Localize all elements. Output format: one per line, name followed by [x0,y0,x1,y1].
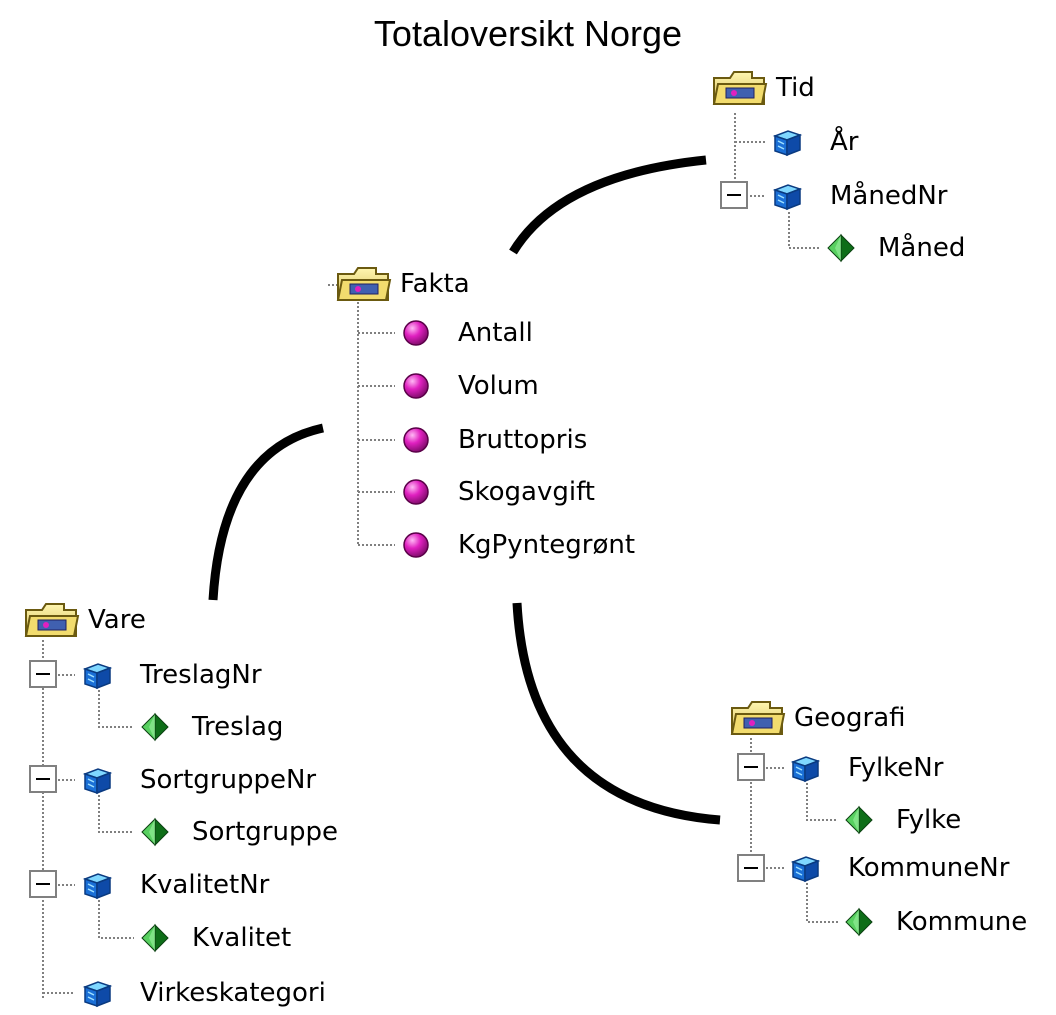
collapse-box-icon [737,753,765,781]
level-label: TreslagNr [140,660,262,690]
cube-icon [788,751,822,785]
level-kvalitetnr[interactable]: KvalitetNr [80,863,269,907]
page-title: Totaloversikt Norge [373,13,683,54]
measure-kgpyntegront[interactable]: KgPyntegrønt [400,523,635,567]
cube-icon [788,851,822,885]
measure-label: Bruttopris [458,425,588,455]
attribute-label: Treslag [192,712,284,742]
expander-boxes[interactable] [29,181,765,898]
collapse-box-icon [29,660,57,688]
measure-skogavgift[interactable]: Skogavgift [400,470,595,514]
level-label: KvalitetNr [140,870,270,900]
diamond-icon [842,803,876,837]
cube-icon [80,868,114,902]
measure-label: Antall [458,318,533,348]
level-virkeskategori[interactable]: Virkeskategori [80,971,326,1015]
level-manednr[interactable]: MånedNr [770,174,947,218]
level-label: Virkeskategori [140,978,326,1008]
measure-label: Volum [458,371,539,401]
level-label: År [830,127,859,157]
dimension-label: Fakta [400,269,470,299]
tree-lines [42,113,838,1000]
level-fylkenr[interactable]: FylkeNr [788,746,943,790]
attribute-label: Sortgruppe [192,817,338,847]
sphere-icon [400,424,432,456]
dimension-label: Vare [88,605,146,635]
attribute-maned[interactable]: Måned [824,226,965,270]
dimension-fakta[interactable]: Fakta [336,262,470,306]
measure-volum[interactable]: Volum [400,364,539,408]
connector-fakta-geografi [512,602,721,825]
cube-icon [770,179,804,213]
level-label: MånedNr [830,181,948,211]
connector-fakta-tid [509,155,707,255]
cube-icon [80,763,114,797]
diamond-icon [138,921,172,955]
dimension-label: Tid [776,73,815,103]
measure-bruttopris[interactable]: Bruttopris [400,418,587,462]
diamond-icon [138,710,172,744]
connector-arcs [208,155,721,825]
measure-label: KgPyntegrønt [458,530,636,560]
collapse-box-icon [737,854,765,882]
cube-icon [80,658,114,692]
collapse-box-icon [720,181,748,209]
folder-icon [730,698,788,738]
attribute-label: Fylke [896,805,962,835]
dimension-tid[interactable]: Tid [712,66,815,110]
attribute-fylke[interactable]: Fylke [842,798,961,842]
attribute-treslag[interactable]: Treslag [138,705,283,749]
dimension-vare[interactable]: Vare [24,598,146,642]
measure-antall[interactable]: Antall [400,311,533,355]
connector-fakta-vare [208,423,324,601]
attribute-label: Måned [878,233,966,263]
collapse-box-icon [29,870,57,898]
attribute-kommune[interactable]: Kommune [842,900,1027,944]
sphere-icon [400,370,432,402]
dimension-label: Geografi [794,703,906,733]
folder-icon [24,600,82,640]
attribute-label: Kommune [896,907,1028,937]
sphere-icon [400,476,432,508]
attribute-sortgruppe[interactable]: Sortgruppe [138,810,338,854]
cube-icon [770,125,804,159]
folder-icon [336,264,394,304]
measure-label: Skogavgift [458,477,595,507]
attribute-label: Kvalitet [192,923,292,953]
attribute-kvalitet[interactable]: Kvalitet [138,916,291,960]
dimension-geografi[interactable]: Geografi [730,696,906,740]
level-label: KommuneNr [848,853,1010,883]
sphere-icon [400,529,432,561]
diamond-icon [824,231,858,265]
level-sortgruppenr[interactable]: SortgruppeNr [80,758,316,802]
diamond-icon [842,905,876,939]
sphere-icon [400,317,432,349]
level-treslagnr[interactable]: TreslagNr [80,653,262,697]
cube-icon [80,976,114,1010]
folder-icon [712,68,770,108]
diamond-icon [138,815,172,849]
level-ar[interactable]: År [770,120,858,164]
level-label: FylkeNr [848,753,944,783]
collapse-box-icon [29,765,57,793]
level-kommunenr[interactable]: KommuneNr [788,846,1009,890]
level-label: SortgruppeNr [140,765,317,795]
